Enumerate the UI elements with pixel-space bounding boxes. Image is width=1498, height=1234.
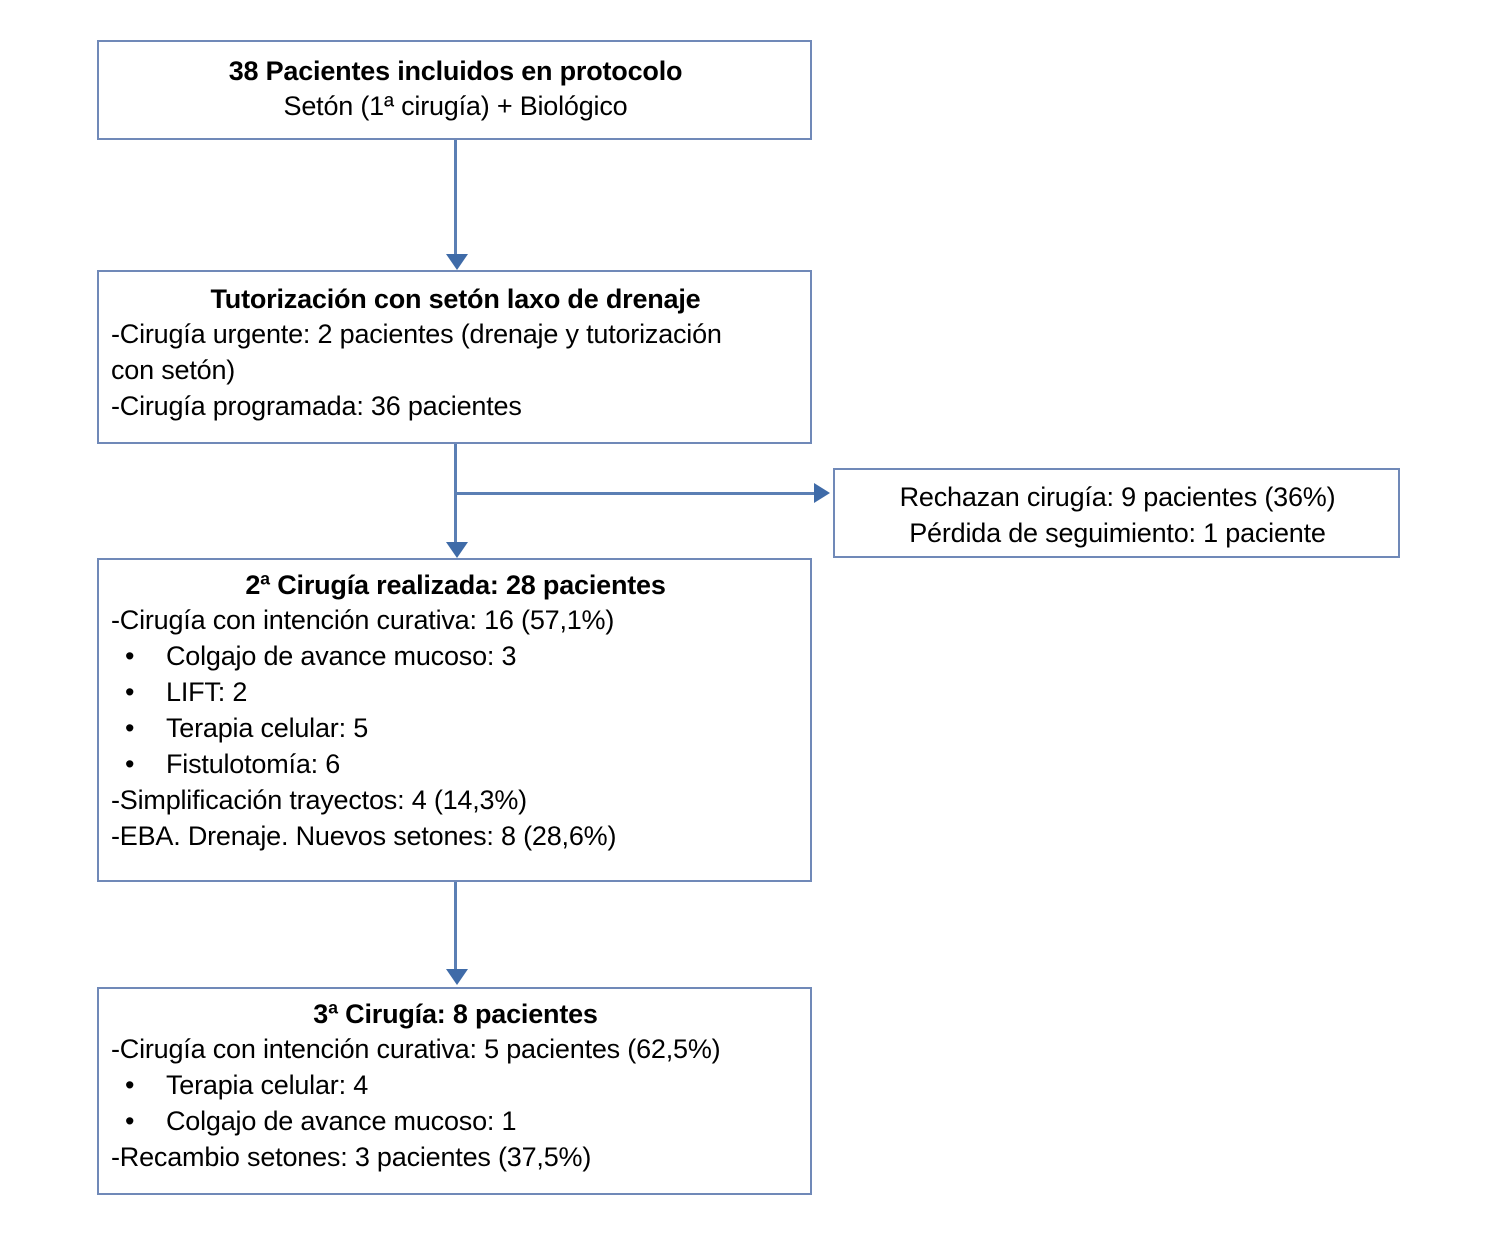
node-excluded-patients-line-1: Rechazan cirugía: 9 pacientes (36%) <box>899 482 1336 512</box>
node-third-surgery-line-1: -Cirugía con intención curativa: 5 pacie… <box>111 1034 721 1065</box>
node-second-surgery-line-2: -Simplificación trayectos: 4 (14,3%) <box>111 784 527 815</box>
connector-included-to-seton <box>454 140 457 256</box>
bullet-icon: • <box>125 712 135 743</box>
node-third-surgery-bullet-1-label: Terapia celular: 4 <box>166 1070 369 1100</box>
node-seton-drainage-title: Tutorización con setón laxo de drenaje <box>210 284 701 314</box>
node-patients-included-subtitle: Setón (1ª cirugía) + Biológico <box>283 91 628 122</box>
node-second-surgery: 2ª Cirugía realizada: 28 pacientes -Ciru… <box>97 558 812 882</box>
bullet-icon: • <box>125 1105 135 1136</box>
connector-surgery2-to-surgery3 <box>454 882 457 971</box>
node-third-surgery-bullet-2: • Colgajo de avance mucoso: 1 <box>111 1104 800 1140</box>
node-seton-drainage: Tutorización con setón laxo de drenaje -… <box>97 270 812 444</box>
node-third-surgery-title: 3ª Cirugía: 8 pacientes <box>313 999 598 1029</box>
node-second-surgery-bullet-2-label: LIFT: 2 <box>166 676 248 707</box>
node-second-surgery-bullet-4: • Fistulotomía: 6 <box>111 747 800 783</box>
bullet-icon: • <box>125 1070 135 1100</box>
node-patients-included-title: 38 Pacientes incluidos en protocolo <box>228 56 683 86</box>
bullet-icon: • <box>125 676 135 707</box>
node-excluded-patients: Rechazan cirugía: 9 pacientes (36%) Pérd… <box>833 468 1400 558</box>
node-second-surgery-bullet-4-label: Fistulotomía: 6 <box>166 748 341 779</box>
node-patients-included: 38 Pacientes incluidos en protocolo Setó… <box>97 40 812 140</box>
node-second-surgery-line-3: -EBA. Drenaje. Nuevos setones: 8 (28,6%) <box>111 820 617 851</box>
arrowhead-right-icon <box>814 483 830 503</box>
bullet-icon: • <box>125 641 135 671</box>
bullet-icon: • <box>125 748 135 779</box>
node-third-surgery-bullet-2-label: Colgajo de avance mucoso: 1 <box>166 1105 517 1136</box>
node-third-surgery-bullet-1: • Terapia celular: 4 <box>111 1068 800 1104</box>
node-seton-drainage-line-2: con setón) <box>111 355 236 385</box>
arrowhead-down-icon <box>446 254 468 270</box>
node-third-surgery: 3ª Cirugía: 8 pacientes -Cirugía con int… <box>97 987 812 1195</box>
node-second-surgery-title: 2ª Cirugía realizada: 28 pacientes <box>245 570 666 600</box>
arrowhead-down-icon <box>446 542 468 558</box>
node-second-surgery-bullet-3: • Terapia celular: 5 <box>111 711 800 747</box>
node-second-surgery-bullet-1: • Colgajo de avance mucoso: 3 <box>111 639 800 675</box>
node-excluded-patients-line-2: Pérdida de seguimiento: 1 paciente <box>909 517 1326 548</box>
node-second-surgery-bullet-3-label: Terapia celular: 5 <box>166 712 369 743</box>
node-second-surgery-bullet-1-label: Colgajo de avance mucoso: 3 <box>166 641 517 671</box>
connector-seton-to-excluded <box>454 492 816 495</box>
node-seton-drainage-line-1: -Cirugía urgente: 2 pacientes (drenaje y… <box>111 319 722 350</box>
node-second-surgery-line-1: -Cirugía con intención curativa: 16 (57,… <box>111 605 615 636</box>
node-seton-drainage-line-3: -Cirugía programada: 36 pacientes <box>111 390 522 421</box>
node-second-surgery-bullet-2: • LIFT: 2 <box>111 675 800 711</box>
arrowhead-down-icon <box>446 969 468 985</box>
node-third-surgery-line-2: -Recambio setones: 3 pacientes (37,5%) <box>111 1141 592 1172</box>
